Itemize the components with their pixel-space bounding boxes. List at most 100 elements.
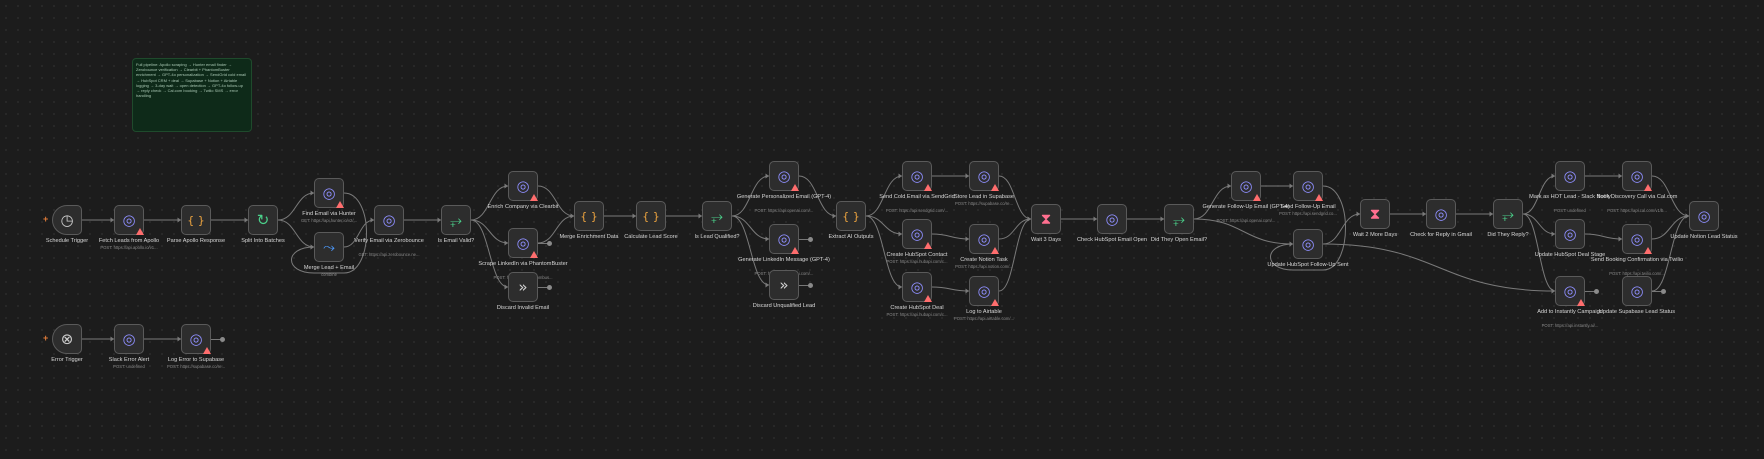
warning-icon	[136, 228, 144, 235]
open-output-handle[interactable]	[1585, 288, 1599, 294]
if-icon: ⥅	[449, 210, 462, 229]
node-label: Create HubSpot Deal	[890, 305, 944, 311]
globe-icon: ◎	[516, 233, 530, 252]
node-opened[interactable]: ⥅	[1164, 204, 1194, 234]
node-wait2[interactable]: ⧗	[1360, 199, 1390, 229]
node-replied[interactable]: ⥅	[1493, 199, 1523, 229]
node-label: Discard Invalid Email	[496, 305, 550, 311]
node-parse[interactable]: { }	[181, 205, 211, 235]
node-zerobounce[interactable]: ◎	[374, 205, 404, 235]
node-gpt-followup[interactable]: ◎	[1231, 171, 1261, 201]
node-label: Log to Airtable	[966, 309, 1002, 315]
open-output-handle[interactable]	[799, 282, 813, 288]
node-split[interactable]: ↻	[248, 205, 278, 235]
node-supabase-store[interactable]: ◎	[969, 161, 999, 191]
handle-dot[interactable]	[220, 336, 225, 342]
warning-icon	[530, 251, 538, 258]
merge-icon: ⤳	[322, 237, 335, 256]
node-gpt-email[interactable]: ◎	[769, 161, 799, 191]
node-hs-stage[interactable]: ◎	[1555, 219, 1585, 249]
globe-icon: ◎	[1434, 204, 1448, 223]
handle-line	[538, 286, 548, 288]
sticky-note-text: Full pipeline: Apollo scraping → Hunter …	[136, 62, 247, 99]
open-output-handle[interactable]	[538, 284, 552, 290]
node-discard-invalid[interactable]: »	[508, 272, 538, 302]
node-hot-slack[interactable]: ◎	[1555, 161, 1585, 191]
node-valid[interactable]: ⥅	[441, 205, 471, 235]
handle-dot[interactable]	[1594, 288, 1599, 294]
node-subtitle: POST: https://api.hubapi.com/c...	[886, 312, 948, 318]
node-hs-contact[interactable]: ◎	[902, 219, 932, 249]
node-label: Create Notion Task	[960, 257, 1008, 263]
node-instantly[interactable]: ◎	[1555, 276, 1585, 306]
connection-valid-clearbit	[470, 185, 509, 221]
node-hunter[interactable]: ◎	[314, 178, 344, 208]
node-schedule[interactable]: ◷	[52, 205, 82, 235]
handle-dot[interactable]	[808, 236, 813, 242]
node-fetch[interactable]: ◎	[114, 205, 144, 235]
open-output-handle[interactable]	[211, 336, 225, 342]
warning-icon	[924, 184, 932, 191]
node-score[interactable]: { }	[636, 201, 666, 231]
handle-dot[interactable]	[808, 282, 813, 288]
node-supabase-status[interactable]: ◎	[1622, 276, 1652, 306]
node-phantom[interactable]: ◎	[508, 228, 538, 258]
open-output-handle[interactable]	[538, 240, 552, 246]
node-subtitle: GET: https://api.zerobounce.ne...	[358, 251, 420, 257]
node-log-error[interactable]: ◎	[181, 324, 211, 354]
handle-line	[799, 238, 809, 240]
node-gpt-linkedin[interactable]: ◎	[769, 224, 799, 254]
node-check-open[interactable]: ◎	[1097, 204, 1127, 234]
node-label: Update HubSpot Deal Stage	[1534, 252, 1606, 258]
handle-line	[211, 338, 221, 340]
node-twilio[interactable]: ◎	[1622, 224, 1652, 254]
node-subtitle: POST: https://api.notion.com/...	[955, 264, 1013, 270]
globe-icon: ◎	[122, 210, 136, 229]
handle-dot[interactable]	[547, 284, 552, 290]
globe-icon: ◎	[189, 329, 203, 348]
node-slack-error[interactable]: ◎	[114, 324, 144, 354]
node-label: Extract AI Outputs	[828, 234, 874, 240]
node-wait3[interactable]: ⧗	[1031, 204, 1061, 234]
globe-icon: ◎	[382, 210, 396, 229]
globe-icon: ◎	[1563, 166, 1577, 185]
handle-line	[1652, 290, 1662, 292]
node-sendgrid[interactable]: ◎	[902, 161, 932, 191]
node-check-reply[interactable]: ◎	[1426, 199, 1456, 229]
node-discard-unq[interactable]: »	[769, 270, 799, 300]
clock-icon: ◷	[60, 210, 74, 229]
warning-icon	[1644, 184, 1652, 191]
node-hs-deal[interactable]: ◎	[902, 272, 932, 302]
node-hs-followup[interactable]: ◎	[1293, 229, 1323, 259]
node-label: Wait 3 Days	[1031, 237, 1061, 243]
node-label: Update Supabase Lead Status	[1598, 309, 1676, 315]
globe-icon: ◎	[1697, 206, 1711, 225]
handle-dot[interactable]	[1661, 288, 1666, 294]
node-subtitle: GET: https://api.hunter.io/v2/...	[300, 218, 358, 224]
node-qualified[interactable]: ⥅	[702, 201, 732, 231]
globe-icon: ◎	[1105, 209, 1119, 228]
connection-airtable-wait3	[998, 218, 1032, 292]
open-output-handle[interactable]	[799, 236, 813, 242]
node-subtitle: POST: https://api.apollo.io/v1...	[100, 245, 158, 251]
node-label: Enrich Company via Clearbit	[487, 204, 559, 210]
connection-hs_contact-notion_task	[931, 233, 970, 240]
node-send-followup[interactable]: ◎	[1293, 171, 1323, 201]
node-notion-status[interactable]: ◎	[1689, 201, 1719, 231]
node-merge-email[interactable]: ⤳	[314, 232, 344, 262]
node-label: Scrape LinkedIn via PhantomBuster	[478, 261, 568, 267]
node-label: Split Into Batches	[241, 238, 285, 244]
node-extract[interactable]: { }	[836, 201, 866, 231]
node-error-trigger[interactable]: ⊗	[52, 324, 82, 354]
node-calcom[interactable]: ◎	[1622, 161, 1652, 191]
node-airtable[interactable]: ◎	[969, 276, 999, 306]
node-merge-enrich[interactable]: { }	[574, 201, 604, 231]
handle-dot[interactable]	[547, 240, 552, 246]
warning-icon	[1577, 299, 1585, 306]
open-output-handle[interactable]	[1652, 288, 1666, 294]
node-clearbit[interactable]: ◎	[508, 171, 538, 201]
node-notion-task[interactable]: ◎	[969, 224, 999, 254]
warning-icon	[530, 194, 538, 201]
sticky-note[interactable]: Full pipeline: Apollo scraping → Hunter …	[132, 58, 252, 132]
